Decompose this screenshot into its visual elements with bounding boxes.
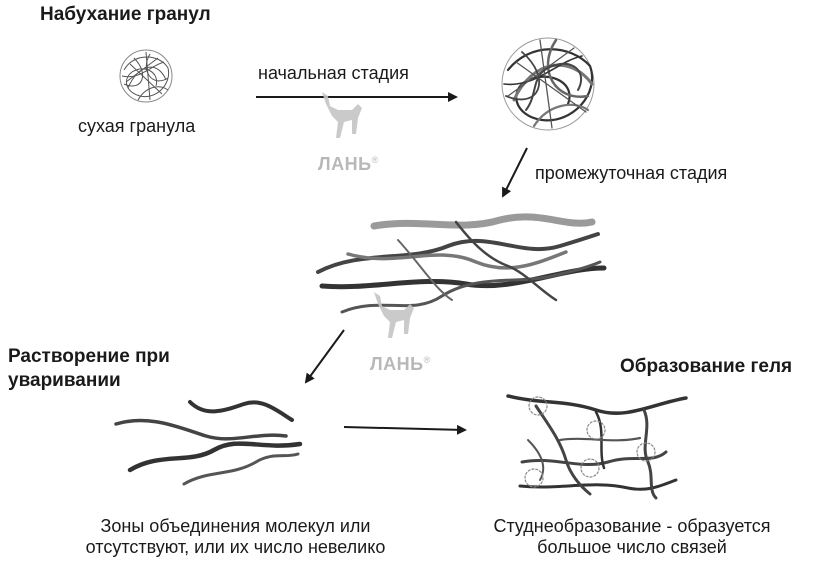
gel-network-icon bbox=[508, 396, 686, 498]
watermark-label: ЛАНЬ® bbox=[318, 154, 379, 175]
arrow-to-dissolution bbox=[306, 330, 344, 382]
dry-granule-icon bbox=[120, 50, 172, 102]
dissolution-strands-icon bbox=[116, 402, 300, 484]
watermark-label: ЛАНЬ® bbox=[370, 354, 431, 375]
watermark-deer-icon bbox=[322, 92, 414, 338]
arrow-to-gel bbox=[344, 427, 465, 430]
intermediate-strands-icon bbox=[318, 217, 604, 312]
arrow-intermediate-stage bbox=[503, 148, 527, 196]
swollen-granule-icon bbox=[502, 38, 594, 130]
